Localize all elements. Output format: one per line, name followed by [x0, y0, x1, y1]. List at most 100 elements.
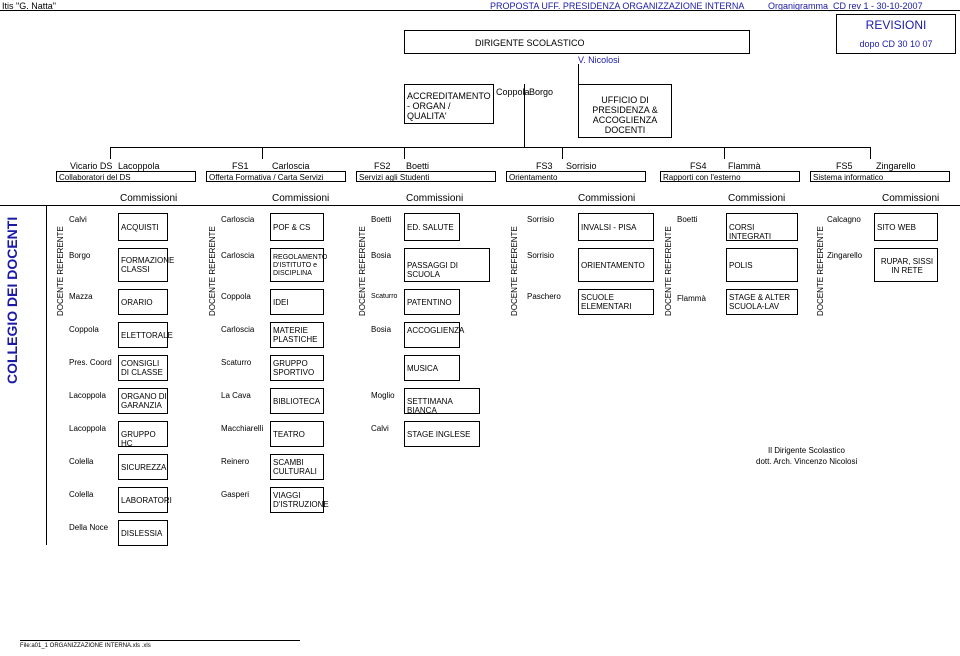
- role-code: FS4: [690, 161, 707, 171]
- referente-name: Gasperi: [221, 490, 250, 499]
- referente-name: Zingarello: [827, 251, 863, 260]
- commission-box: MATERIE PLASTICHE: [270, 322, 324, 348]
- commission-label: RUPAR, SISSI IN RETE: [880, 257, 934, 275]
- commission-label: IDEI: [273, 298, 289, 307]
- referente-name: Carloscia: [221, 215, 255, 224]
- docente-referente-label: DOCENTE REFERENTE: [56, 226, 65, 316]
- referente-name: Lacoppola: [69, 424, 106, 433]
- commission-label: DISLESSIA: [121, 529, 163, 538]
- commission-box: SITO WEB: [874, 213, 938, 241]
- commission-box: VIAGGI D'ISTRUZIONE: [270, 487, 329, 513]
- commission-label: STAGE & ALTER SCUOLA-LAV: [729, 293, 791, 311]
- role-label-box: Servizi agli Studenti: [356, 171, 496, 182]
- commission-box: ORIENTAMENTO: [578, 248, 654, 282]
- role-label-box: Rapporti con l'esterno: [660, 171, 800, 182]
- commission-label: PASSAGGI DI SCUOLA: [407, 261, 458, 279]
- role-label: Orientamento: [509, 173, 558, 182]
- referente-name: Mazza: [69, 292, 93, 301]
- commission-box: SETTIMANA BIANCA: [404, 388, 480, 415]
- referente-name: Reinero: [221, 457, 250, 466]
- docente-referente-label: DOCENTE REFERENTE: [208, 226, 217, 316]
- dirigente-name: V. Nicolosi: [578, 55, 620, 65]
- role-label: Rapporti con l'esterno: [663, 173, 741, 182]
- commission-box: PASSAGGI DI SCUOLA: [404, 248, 490, 282]
- footer-divider: [20, 640, 300, 641]
- school-name: Itis "G. Natta": [2, 1, 56, 11]
- role-name: Sorrisio: [566, 161, 597, 171]
- commission-label: PATENTINO: [407, 298, 452, 307]
- referente-name: Paschero: [527, 292, 561, 301]
- connector: [110, 147, 870, 148]
- commission-box: POF & CS: [270, 213, 324, 241]
- commissioni-header: Commissioni: [578, 193, 636, 204]
- commission-box: IDEI: [270, 289, 324, 315]
- commission-label: CONSIGLI DI CLASSE: [121, 359, 163, 377]
- connector: [562, 147, 563, 159]
- role-code: FS1: [232, 161, 249, 171]
- revisioni-box: REVISIONI dopo CD 30 10 07: [836, 14, 956, 54]
- commission-box: ORGANO DI GARANZIA: [118, 388, 168, 414]
- referente-name: Coppola: [221, 292, 251, 301]
- accreditamento-box: ACCREDITAMENTO - ORGAN / QUALITA': [404, 84, 494, 124]
- role-name: Carloscia: [272, 161, 310, 171]
- ufficio-line: DOCENTI: [604, 125, 646, 135]
- role-code: FS5: [836, 161, 853, 171]
- commission-label: CORSI INTEGRATI: [729, 223, 772, 241]
- commission-box: BIBLIOTECA: [270, 388, 324, 414]
- commissioni-divider: [0, 205, 960, 206]
- commission-box: ACQUISTI: [118, 213, 168, 241]
- revisioni-date: dopo CD 30 10 07: [859, 39, 933, 49]
- referente-name: Boetti: [371, 215, 392, 224]
- referente-name: Colella: [69, 490, 94, 499]
- referente-name: Bosia: [371, 325, 392, 334]
- commission-label: ORGANO DI GARANZIA: [121, 392, 167, 410]
- commission-box: REGOLAMENTO D'ISTITUTO e DISCIPLINA: [270, 248, 328, 282]
- ufficio-line: UFFICIO DI: [601, 95, 649, 105]
- docente-referente-label: DOCENTE REFERENTE: [816, 226, 825, 316]
- referente-name: Pres. Coord: [69, 358, 112, 367]
- ufficio-box: UFFICIO DI PRESIDENZA & ACCOGLIENZA DOCE…: [578, 84, 672, 138]
- commissioni-header: Commissioni: [728, 193, 786, 204]
- referente-name: Boetti: [677, 215, 698, 224]
- role-code: Vicario DS: [70, 161, 113, 171]
- commission-label: MATERIE PLASTICHE: [273, 326, 318, 344]
- referente-name: Della Noce: [69, 523, 109, 532]
- coppola-name: Coppola: [496, 87, 530, 97]
- commission-label: ORARIO: [121, 298, 153, 307]
- commission-box: ORARIO: [118, 289, 168, 315]
- docente-referente-label: DOCENTE REFERENTE: [510, 226, 519, 316]
- borgo-name: Borgo: [529, 87, 554, 97]
- docente-referente-label: DOCENTE REFERENTE: [664, 226, 673, 316]
- role-label: Offerta Formativa / Carta Servizi: [209, 173, 324, 182]
- commission-label: POLIS: [729, 261, 753, 270]
- referente-name: Bosia: [371, 251, 392, 260]
- ufficio-line: ACCOGLIENZA: [592, 115, 658, 125]
- commission-box: FORMAZIONE CLASSI: [118, 248, 175, 282]
- connector: [110, 147, 111, 159]
- collegio-label: COLLEGIO DEI DOCENTI: [4, 216, 20, 384]
- commission-box: GRUPPO SPORTIVO: [270, 355, 324, 381]
- commission-box: ACCOGLIENZA: [404, 322, 464, 348]
- role-name: Flammà: [728, 161, 761, 171]
- commission-box: STAGE & ALTER SCUOLA-LAV: [726, 289, 798, 315]
- commission-label: SICUREZZA: [121, 463, 167, 472]
- commission-label: ACQUISTI: [121, 223, 159, 232]
- commission-label: SETTIMANA BIANCA: [407, 397, 453, 415]
- commission-label: SITO WEB: [877, 223, 916, 232]
- connector: [578, 64, 579, 84]
- commission-box: SCAMBI CULTURALI: [270, 454, 324, 480]
- role-label: Servizi agli Studenti: [359, 173, 430, 182]
- commission-label: STAGE INGLESE: [407, 430, 471, 439]
- referente-name: La Cava: [221, 391, 251, 400]
- referente-name: Calcagno: [827, 215, 861, 224]
- commission-label: REGOLAMENTO D'ISTITUTO e DISCIPLINA: [273, 254, 328, 277]
- referente-name: Lacoppola: [69, 391, 106, 400]
- header-divider: [0, 10, 960, 11]
- commission-label: ELETTORALE: [121, 331, 173, 340]
- role-label: Sistema informatico: [813, 173, 884, 182]
- commission-label: SCAMBI CULTURALI: [273, 458, 317, 476]
- connector: [524, 84, 525, 147]
- role-name: Zingarello: [876, 161, 916, 171]
- commission-box: CONSIGLI DI CLASSE: [118, 355, 168, 381]
- commission-label: FORMAZIONE CLASSI: [121, 256, 175, 274]
